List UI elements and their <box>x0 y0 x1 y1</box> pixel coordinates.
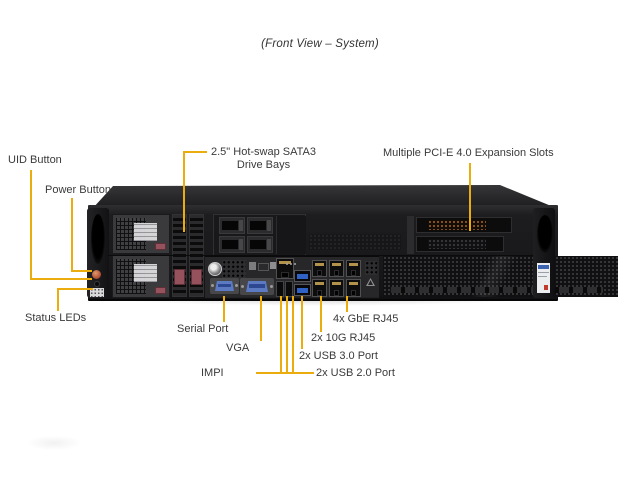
usb3-port <box>294 284 311 296</box>
label-serial-port: Serial Port <box>177 323 229 335</box>
label-expansion-slots: Multiple PCI-E 4.0 Expansion Slots <box>383 147 554 159</box>
left-rack-ear <box>87 208 109 298</box>
uid-button <box>95 282 99 286</box>
vent-slot-row <box>391 287 603 293</box>
label-usb-20: 2x USB 2.0 Port <box>316 367 395 379</box>
psu-release-clip <box>155 287 166 294</box>
callout-line-gbe <box>346 296 348 312</box>
faint-watermark <box>28 436 80 450</box>
callout-line-uid <box>30 170 32 280</box>
psu-label-sticker <box>134 264 157 282</box>
pcie-slot-mesh <box>428 239 486 249</box>
mid-recessed-vent <box>309 234 401 250</box>
drive-tray-latch <box>174 269 185 285</box>
callout-line-status-leds <box>57 288 59 311</box>
chassis-front-face <box>87 205 618 301</box>
psu-release-clip <box>155 243 166 250</box>
callout-line-uid <box>30 278 92 280</box>
label-10g-rj45: 2x 10G RJ45 <box>311 332 376 344</box>
status-leds <box>90 288 104 297</box>
usb2-port <box>285 281 293 297</box>
pcie-slot-1 <box>416 217 512 233</box>
label-gbe-rj45: 4x GbE RJ45 <box>333 313 399 325</box>
right-ear-handle-hole <box>537 215 553 253</box>
right-rack-ear <box>533 208 555 298</box>
callout-line-drive-bays <box>183 151 207 153</box>
io-vent-grid <box>222 260 246 282</box>
gbe-rj45-port <box>329 279 344 297</box>
usb3-port <box>294 270 311 282</box>
callout-line-vga <box>260 296 262 341</box>
label-drive-bays: 2.5" Hot-swap SATA3 Drive Bays <box>211 146 316 171</box>
left-ear-handle-hole <box>91 214 105 264</box>
callout-line-usb2 <box>286 296 288 374</box>
psu-module-bottom <box>112 255 170 298</box>
callout-line-power <box>71 198 73 272</box>
warning-triangle-icon <box>366 278 375 286</box>
label-power-button: Power Button <box>45 184 112 196</box>
io-panel <box>205 256 379 298</box>
gbe-rj45-port <box>346 260 361 277</box>
diagram-title: (Front View – System) <box>261 38 379 50</box>
drive-tray <box>219 236 245 253</box>
gbe-rj45-port <box>312 260 327 277</box>
callout-line-status-leds <box>57 288 93 290</box>
supermicro-logo-icon <box>208 262 222 276</box>
callout-line-usb3 <box>301 296 303 349</box>
supermicro-sticker <box>537 263 550 293</box>
psu-module-top <box>112 214 170 254</box>
pcie-slot-mesh <box>428 220 486 230</box>
bay-blank-panel <box>276 216 306 254</box>
serial-port <box>210 278 239 294</box>
io-misc-components <box>248 260 278 274</box>
power-button <box>92 270 101 279</box>
label-impi: IMPI <box>201 367 224 379</box>
expansion-bracket <box>407 216 414 254</box>
drive-bay-unit <box>213 214 306 256</box>
usb-icon <box>285 262 297 267</box>
callout-line-10g <box>320 296 322 332</box>
label-vga: VGA <box>226 342 250 354</box>
vga-port <box>240 278 274 295</box>
usb2-port <box>276 281 284 297</box>
callout-line-impi-usb2 <box>256 372 314 374</box>
chassis-top-face <box>93 185 556 208</box>
label-status-leds: Status LEDs <box>25 312 87 324</box>
callout-line-impi <box>280 296 282 374</box>
drive-tray <box>219 217 245 234</box>
callout-line-power <box>71 270 92 272</box>
drive-tray <box>247 217 273 234</box>
label-uid-button: UID Button <box>8 154 62 166</box>
drive-tray <box>247 236 273 253</box>
drive-tray-latch <box>191 269 202 285</box>
sticker-red-mark <box>544 285 548 290</box>
front-vent-mesh <box>383 256 618 297</box>
psu-label-sticker <box>134 223 157 241</box>
gbe-rj45-port <box>346 279 361 297</box>
pcie-slot-2 <box>416 236 504 252</box>
callout-line-drive-bays <box>183 151 185 232</box>
callout-line-usb2 <box>292 296 294 374</box>
callout-line-pcie <box>469 163 471 231</box>
chassis-seam <box>108 255 534 256</box>
label-usb-30: 2x USB 3.0 Port <box>299 350 378 362</box>
gbe-rj45-port <box>329 260 344 277</box>
io-vent-grid <box>365 261 377 275</box>
callout-line-serial <box>223 296 225 322</box>
ten-gig-rj45-port <box>312 279 327 297</box>
